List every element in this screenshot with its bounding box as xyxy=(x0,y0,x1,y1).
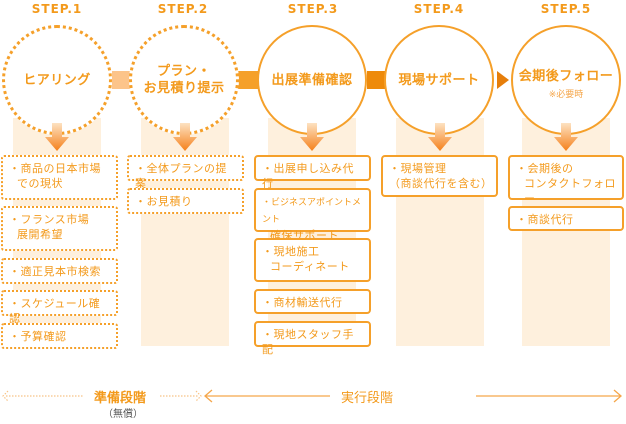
step-3-title: 出展準備確認 xyxy=(271,72,353,88)
step-5-circle: 会期後フォロー ※必要時 xyxy=(511,25,621,135)
step-2-column xyxy=(141,118,229,346)
step-3-item: ・商材輸送代行 xyxy=(254,289,371,314)
step-5-note: ※必要時 xyxy=(548,90,584,100)
step-4-label: STEP.4 xyxy=(413,2,465,16)
step-2-circle: プラン・ お見積り提示 xyxy=(129,25,239,135)
step-1-item: ・適正見本市検索 xyxy=(1,258,118,284)
prep-phase-sub: （無償） xyxy=(103,409,143,420)
step-3-down-arrow-icon xyxy=(300,123,324,151)
step-2-down-arrow-icon xyxy=(173,123,197,151)
step-5-down-arrow-icon xyxy=(554,123,578,151)
step-1-item: ・スケジュール確認 xyxy=(1,290,118,325)
step-2-title-line1: プラン・ xyxy=(156,64,211,79)
connector-2-3 xyxy=(238,71,262,89)
step-5-label: STEP.5 xyxy=(540,2,592,16)
step-5-item: ・商談代行 xyxy=(508,206,624,231)
step-4-circle: 現場サポート xyxy=(384,25,494,135)
step-3-item: ・ビジネスアポイントメント 確保サポート xyxy=(254,188,371,242)
connector-3-4 xyxy=(367,71,389,89)
step-3-item: ・現地スタッフ手配 xyxy=(254,321,371,356)
exec-phase-label: 実行段階 xyxy=(335,387,400,406)
step-3-item: ・出展申し込み代行 xyxy=(254,155,371,190)
prep-phase-label: 準備段階 xyxy=(88,387,153,406)
step-3-label: STEP.3 xyxy=(287,2,339,16)
step-1-circle: ヒアリング xyxy=(2,25,112,135)
connector-1-2 xyxy=(112,71,132,89)
exec-phase-line xyxy=(204,389,622,403)
step-3-item: ・現地施工 コーディネート xyxy=(254,238,371,282)
connector-arrow-4-5 xyxy=(497,71,509,89)
step-5-item: ・会期後の コンタクトフォロー xyxy=(508,155,624,205)
step-2-item: ・お見積り xyxy=(127,188,244,214)
step-4-title: 現場サポート xyxy=(398,72,480,88)
step-1-item: ・フランス市場 展開希望 xyxy=(1,206,118,251)
prep-phase-line xyxy=(2,390,202,402)
step-5-title: 会期後フォロー xyxy=(518,69,614,84)
step-2-label: STEP.2 xyxy=(157,2,209,16)
step-2-title-line2: お見積り提示 xyxy=(143,81,225,96)
step-2-item: ・全体プランの提案 xyxy=(127,155,244,190)
phase-lines xyxy=(2,389,622,403)
step-3-circle: 出展準備確認 xyxy=(257,25,367,135)
step-1-down-arrow-icon xyxy=(45,123,69,151)
step-4-column xyxy=(396,118,484,346)
step-4-item: ・現場管理 （商談代行を含む） xyxy=(381,155,498,197)
step-1-label: STEP.1 xyxy=(31,2,83,16)
step-1-item: ・予算確認 xyxy=(1,323,118,349)
step-1-item: ・商品の日本市場 での現状 xyxy=(1,155,118,200)
step-1-title: ヒアリング xyxy=(23,72,91,88)
step-4-down-arrow-icon xyxy=(428,123,452,151)
step-5-column xyxy=(522,118,610,346)
